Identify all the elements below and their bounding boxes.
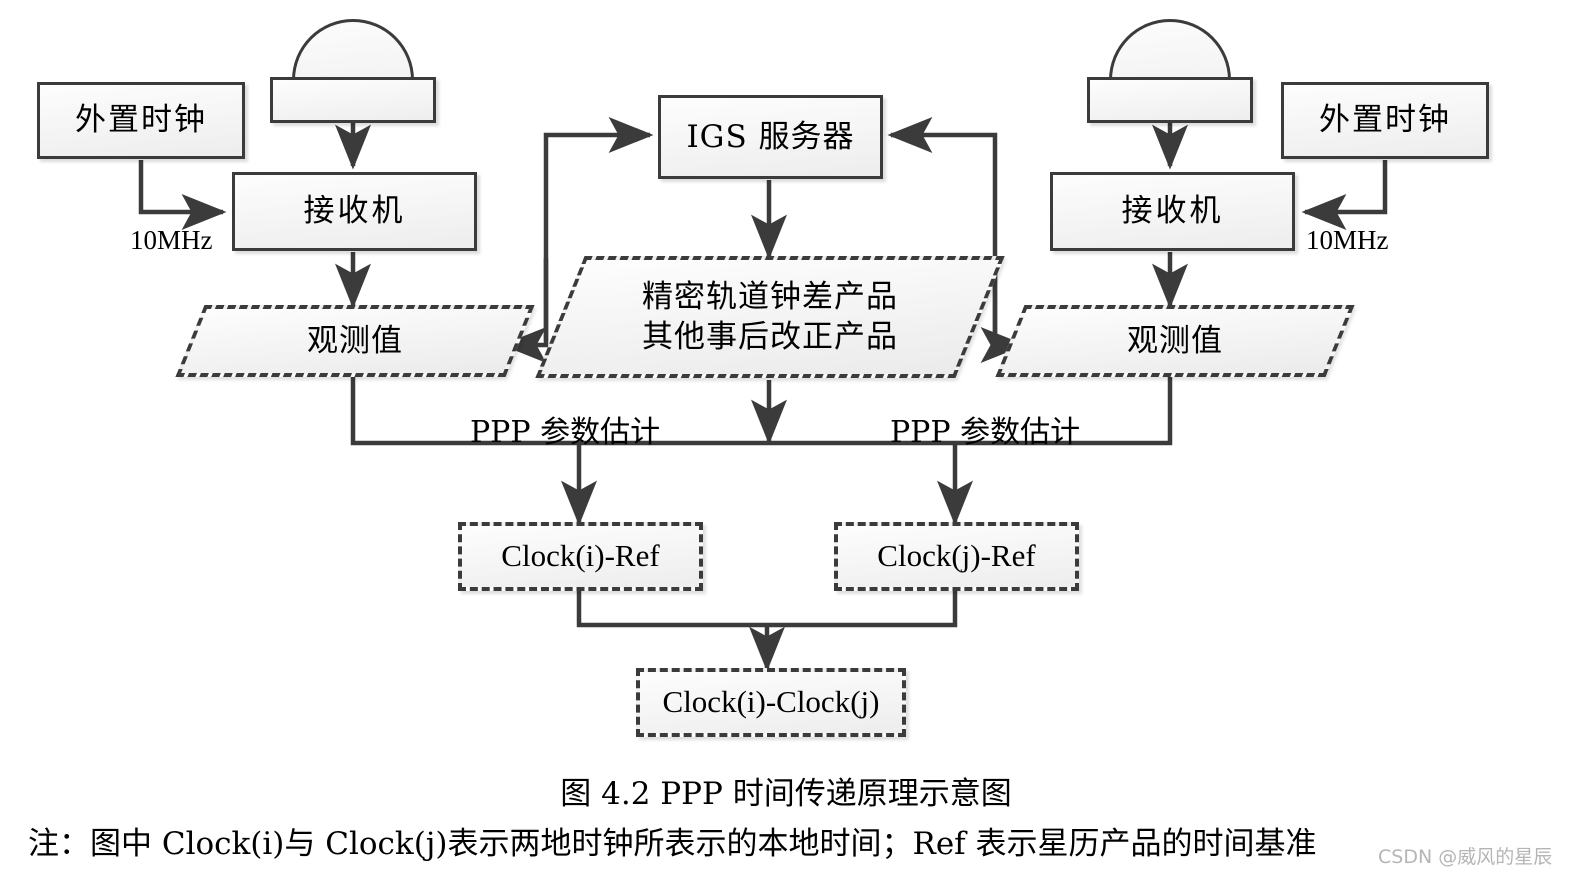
figure-caption: 图 4.2 PPP 时间传递原理示意图 xyxy=(560,776,1012,812)
right-external-clock-label: 外置时钟 xyxy=(1319,102,1451,139)
wire-left-clock-to-receiver xyxy=(138,160,227,230)
antenna-base-plate xyxy=(270,77,436,123)
node-clock-i-ref[interactable]: Clock(i)-Ref xyxy=(458,522,703,591)
node-right-receiver[interactable]: 接收机 xyxy=(1050,172,1295,251)
clock-difference-label: Clock(i)-Clock(j) xyxy=(662,684,880,720)
right-observation-label: 观测值 xyxy=(1127,322,1223,359)
junction-bar-ppp xyxy=(350,374,1173,446)
node-left-observation[interactable]: 观测值 xyxy=(175,305,535,377)
clock-j-ref-label: Clock(j)-Ref xyxy=(877,538,1036,574)
left-external-clock-label: 外置时钟 xyxy=(75,102,207,139)
antenna-base-plate xyxy=(1087,77,1253,123)
figure-note: 注：图中 Clock(i)与 Clock(j)表示两地时钟所表示的本地时间；Re… xyxy=(28,826,1317,862)
left-receiver-label: 接收机 xyxy=(303,193,406,230)
label-right-ppp-estimation: PPP 参数估计 xyxy=(890,415,1081,450)
wire-right-clock-to-receiver xyxy=(1301,160,1388,230)
node-right-external-clock[interactable]: 外置时钟 xyxy=(1281,82,1489,159)
junction-bar-clocks xyxy=(576,591,958,628)
wire-products-to-left-observation xyxy=(501,258,549,363)
right-receiver-label: 接收机 xyxy=(1121,193,1224,230)
left-observation-label: 观测值 xyxy=(307,322,403,359)
node-right-observation[interactable]: 观测值 xyxy=(995,305,1355,377)
clock-i-ref-label: Clock(i)-Ref xyxy=(501,538,660,574)
products-line-2: 其他事后改正产品 xyxy=(642,319,898,355)
label-left-ppp-estimation: PPP 参数估计 xyxy=(470,415,661,450)
node-products[interactable]: 精密轨道钟差产品 其他事后改正产品 xyxy=(535,256,1005,378)
node-igs-server[interactable]: IGS 服务器 xyxy=(658,95,883,179)
node-clock-difference[interactable]: Clock(i)-Clock(j) xyxy=(636,668,906,737)
antenna-dome-icon xyxy=(292,19,414,80)
watermark: CSDN @威风的星辰 xyxy=(1378,846,1553,868)
label-left-10mhz: 10MHz xyxy=(130,225,213,255)
antenna-dome-icon xyxy=(1109,19,1231,80)
node-left-external-clock[interactable]: 外置时钟 xyxy=(37,82,245,159)
node-clock-j-ref[interactable]: Clock(j)-Ref xyxy=(834,522,1079,591)
igs-server-label: IGS 服务器 xyxy=(686,118,855,155)
products-label: 精密轨道钟差产品 其他事后改正产品 xyxy=(560,256,980,378)
label-right-10mhz: 10MHz xyxy=(1306,225,1389,255)
products-line-1: 精密轨道钟差产品 xyxy=(642,278,898,315)
node-left-receiver[interactable]: 接收机 xyxy=(232,172,477,251)
node-right-antenna[interactable] xyxy=(1087,19,1253,123)
node-left-antenna[interactable] xyxy=(270,19,436,123)
